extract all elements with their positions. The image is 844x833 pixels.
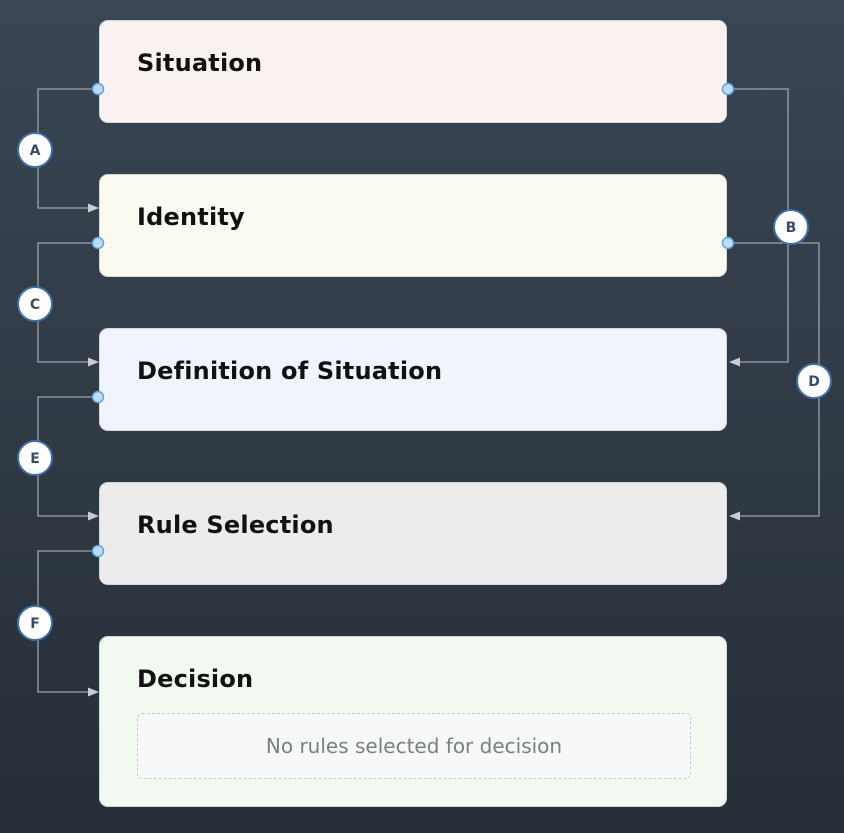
node-decision[interactable]: Decision No rules selected for decision bbox=[99, 636, 727, 807]
arrowhead-c bbox=[88, 357, 99, 367]
arrowhead-b bbox=[729, 357, 740, 367]
node-rule-selection-title: Rule Selection bbox=[137, 511, 334, 539]
badge-e[interactable] bbox=[17, 440, 53, 476]
badge-d[interactable] bbox=[796, 363, 832, 399]
port-definition-left[interactable] bbox=[91, 390, 105, 404]
node-decision-title: Decision bbox=[137, 665, 254, 693]
arrowhead-f bbox=[88, 687, 99, 697]
port-situation-right[interactable] bbox=[721, 82, 735, 96]
node-situation[interactable]: Situation bbox=[99, 20, 727, 123]
node-definition-title: Definition of Situation bbox=[137, 357, 443, 385]
port-rule-selection-left[interactable] bbox=[91, 544, 105, 558]
node-rule-selection[interactable]: Rule Selection bbox=[99, 482, 727, 585]
port-situation-left[interactable] bbox=[91, 82, 105, 96]
badge-a-label: A bbox=[30, 143, 41, 159]
node-definition-of-situation[interactable]: Definition of Situation bbox=[99, 328, 727, 431]
badge-f[interactable] bbox=[17, 605, 53, 641]
port-identity-right[interactable] bbox=[721, 236, 735, 250]
badge-f-label: F bbox=[30, 616, 40, 632]
badge-c-label: C bbox=[30, 297, 40, 313]
decision-empty-state: No rules selected for decision bbox=[137, 713, 691, 779]
badge-c[interactable] bbox=[17, 286, 53, 322]
decision-empty-text: No rules selected for decision bbox=[265, 734, 563, 758]
arrowhead-d bbox=[729, 511, 740, 521]
node-situation-title: Situation bbox=[137, 49, 263, 77]
badge-a[interactable] bbox=[17, 132, 53, 168]
node-identity[interactable]: Identity bbox=[99, 174, 727, 277]
badge-b[interactable] bbox=[773, 209, 809, 245]
badge-b-label: B bbox=[786, 220, 797, 236]
badge-e-label: E bbox=[30, 451, 40, 467]
badge-d-label: D bbox=[808, 374, 820, 390]
port-identity-left[interactable] bbox=[91, 236, 105, 250]
arrowhead-e bbox=[88, 511, 99, 521]
arrowhead-a bbox=[88, 203, 99, 213]
node-identity-title: Identity bbox=[137, 203, 245, 231]
